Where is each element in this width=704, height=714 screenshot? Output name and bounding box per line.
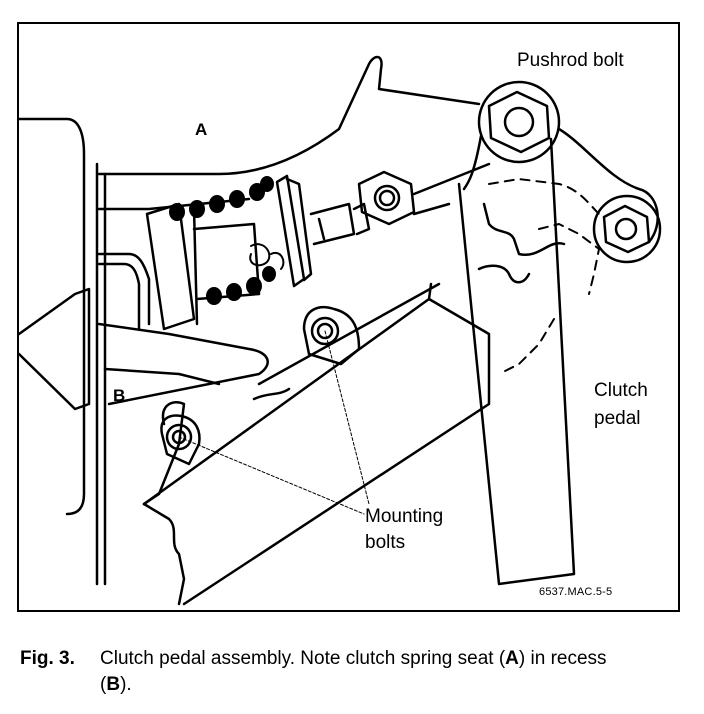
label-mounting: Mounting xyxy=(365,506,444,527)
label-pedal: pedal xyxy=(594,408,641,429)
pushrod xyxy=(275,174,371,288)
label-b: B xyxy=(113,386,126,405)
label-a: A xyxy=(195,120,208,139)
caption-text-1: Clutch pedal assembly. Note clutch sprin… xyxy=(100,648,506,669)
clutch-spring xyxy=(169,176,285,305)
spring-seat-plate xyxy=(145,202,261,331)
caption-text-4: ). xyxy=(120,674,132,695)
leader-lines xyxy=(178,330,370,515)
pushrod-bolt xyxy=(462,80,659,244)
clevis-nut xyxy=(357,162,491,226)
caption-text-3: ( xyxy=(100,674,107,695)
lever-nut xyxy=(592,194,662,264)
mounting-bolts xyxy=(160,305,361,466)
hidden-lines xyxy=(488,178,600,375)
firewall-bracket xyxy=(19,117,107,586)
clutch-pedal-assembly-drawing xyxy=(19,55,662,606)
label-clutch: Clutch xyxy=(594,380,648,401)
caption-text-2: ) in recess xyxy=(518,648,607,669)
caption-ref-a: A xyxy=(505,648,519,669)
figure-code: 6537.MAC.5-5 xyxy=(539,586,613,598)
bracket-b xyxy=(97,252,269,406)
figure-number: Fig. 3. xyxy=(20,648,75,669)
figure-frame: Pushrod bolt A B Clutch pedal Mounting b… xyxy=(17,22,680,612)
label-pushrod-bolt: Pushrod bolt xyxy=(517,50,624,71)
caption-ref-b: B xyxy=(106,674,121,695)
clutch-pedal-arm xyxy=(457,137,576,586)
caption-line-2: (B). xyxy=(20,672,690,698)
figure-caption: Fig. 3. Clutch pedal assembly. Note clutc… xyxy=(20,646,690,698)
label-bolts: bolts xyxy=(365,532,406,553)
